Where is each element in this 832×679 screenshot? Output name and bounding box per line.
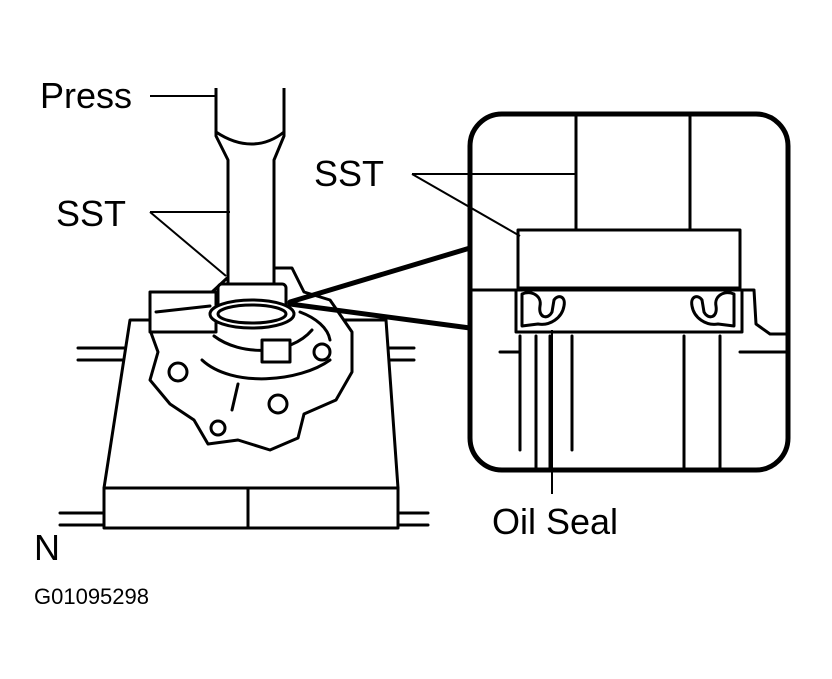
orientation-marker: N <box>34 527 60 568</box>
pump-body <box>148 266 354 452</box>
press-label: Press <box>40 75 132 116</box>
figure-id: G01095298 <box>34 584 149 609</box>
sst-label-left: SST <box>56 193 126 234</box>
detail-inset <box>467 111 791 473</box>
press-ram <box>208 88 296 330</box>
sst-label-right: SST <box>314 153 384 194</box>
zoom-wedge <box>287 245 473 331</box>
oil-seal-label: Oil Seal <box>492 501 618 542</box>
leader-lines <box>149 95 576 494</box>
